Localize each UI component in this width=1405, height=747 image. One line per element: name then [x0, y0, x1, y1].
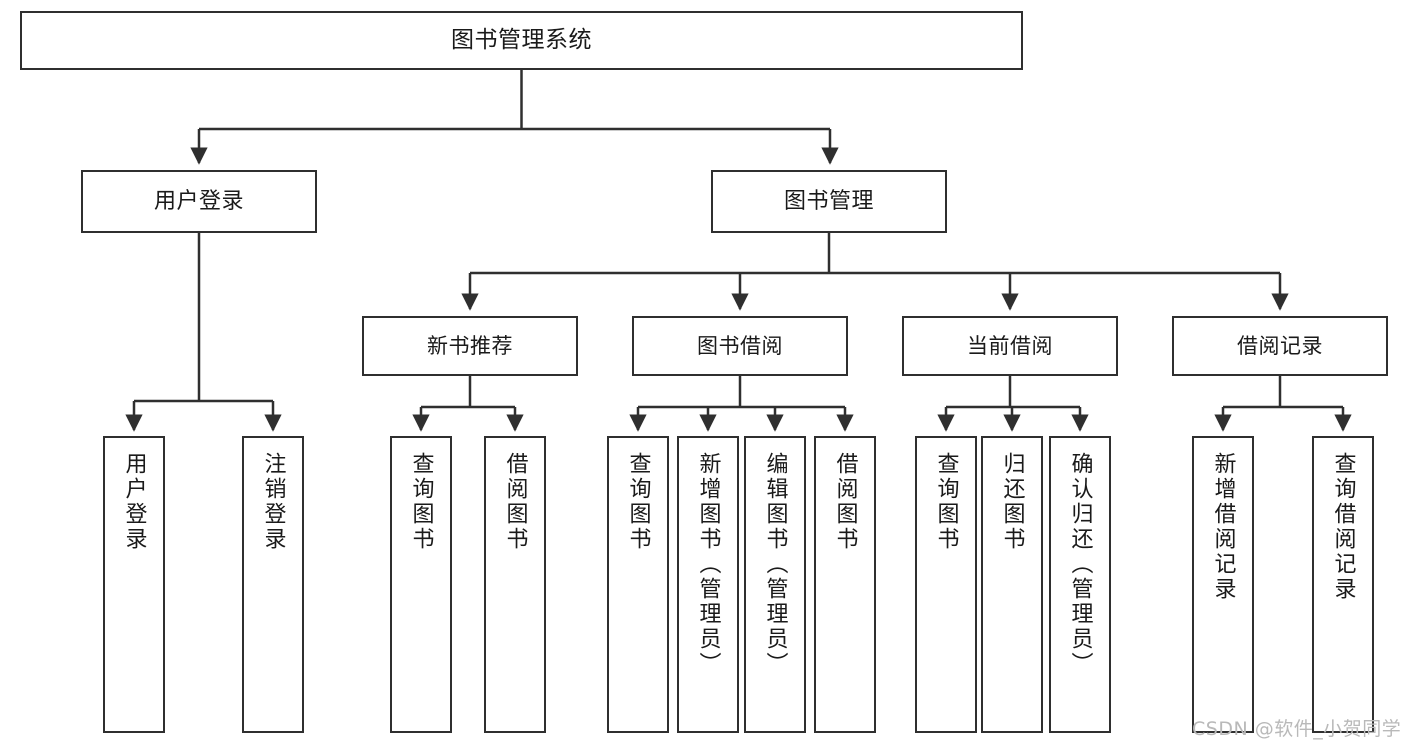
node-leaf-query-borrow-record[interactable]: 查询借阅记录 — [1312, 436, 1374, 733]
node-book-borrow-label: 图书借阅 — [697, 333, 783, 358]
node-leaf-query-book-2-label: 查询图书 — [625, 452, 651, 552]
node-leaf-borrow-book-1[interactable]: 借阅图书 — [484, 436, 546, 733]
node-user-login[interactable]: 用户登录 — [81, 170, 317, 233]
node-leaf-query-book-1[interactable]: 查询图书 — [390, 436, 452, 733]
node-leaf-borrow-book-2-label: 借阅图书 — [832, 452, 858, 552]
node-leaf-borrow-book-2[interactable]: 借阅图书 — [814, 436, 876, 733]
node-new-book-recommend-label: 新书推荐 — [427, 333, 513, 358]
node-leaf-query-book-3[interactable]: 查询图书 — [915, 436, 977, 733]
node-leaf-user-logout-label: 注销登录 — [260, 452, 286, 552]
csdn-watermark: CSDN @软件_小贺同学 — [1192, 718, 1402, 740]
node-new-book-recommend[interactable]: 新书推荐 — [362, 316, 578, 376]
node-book-borrow[interactable]: 图书借阅 — [632, 316, 848, 376]
node-leaf-confirm-return-label: 确认归还（管理员） — [1067, 452, 1093, 677]
node-leaf-borrow-book-1-label: 借阅图书 — [502, 452, 528, 552]
node-leaf-query-borrow-record-label: 查询借阅记录 — [1330, 452, 1356, 602]
node-leaf-edit-book[interactable]: 编辑图书（管理员） — [744, 436, 806, 733]
node-leaf-query-book-1-label: 查询图书 — [408, 452, 434, 552]
node-leaf-add-borrow-record[interactable]: 新增借阅记录 — [1192, 436, 1254, 733]
node-book-manage-label: 图书管理 — [783, 188, 874, 214]
node-borrow-record-label: 借阅记录 — [1237, 333, 1323, 358]
node-leaf-add-book-label: 新增图书（管理员） — [695, 452, 721, 677]
node-book-manage[interactable]: 图书管理 — [711, 170, 947, 233]
node-root-label: 图书管理系统 — [451, 26, 592, 53]
node-leaf-user-logout[interactable]: 注销登录 — [242, 436, 304, 733]
node-user-login-label: 用户登录 — [153, 188, 244, 214]
node-current-borrow-label: 当前借阅 — [967, 333, 1053, 358]
node-leaf-edit-book-label: 编辑图书（管理员） — [762, 452, 788, 677]
node-leaf-return-book[interactable]: 归还图书 — [981, 436, 1043, 733]
node-leaf-return-book-label: 归还图书 — [999, 452, 1025, 552]
node-root[interactable]: 图书管理系统 — [20, 11, 1023, 70]
node-borrow-record[interactable]: 借阅记录 — [1172, 316, 1388, 376]
node-leaf-add-book[interactable]: 新增图书（管理员） — [677, 436, 739, 733]
node-leaf-query-book-3-label: 查询图书 — [933, 452, 959, 552]
node-leaf-query-book-2[interactable]: 查询图书 — [607, 436, 669, 733]
node-leaf-user-login-label: 用户登录 — [121, 452, 147, 552]
node-leaf-user-login[interactable]: 用户登录 — [103, 436, 165, 733]
node-leaf-add-borrow-record-label: 新增借阅记录 — [1210, 452, 1236, 602]
node-current-borrow[interactable]: 当前借阅 — [902, 316, 1118, 376]
node-leaf-confirm-return[interactable]: 确认归还（管理员） — [1049, 436, 1111, 733]
